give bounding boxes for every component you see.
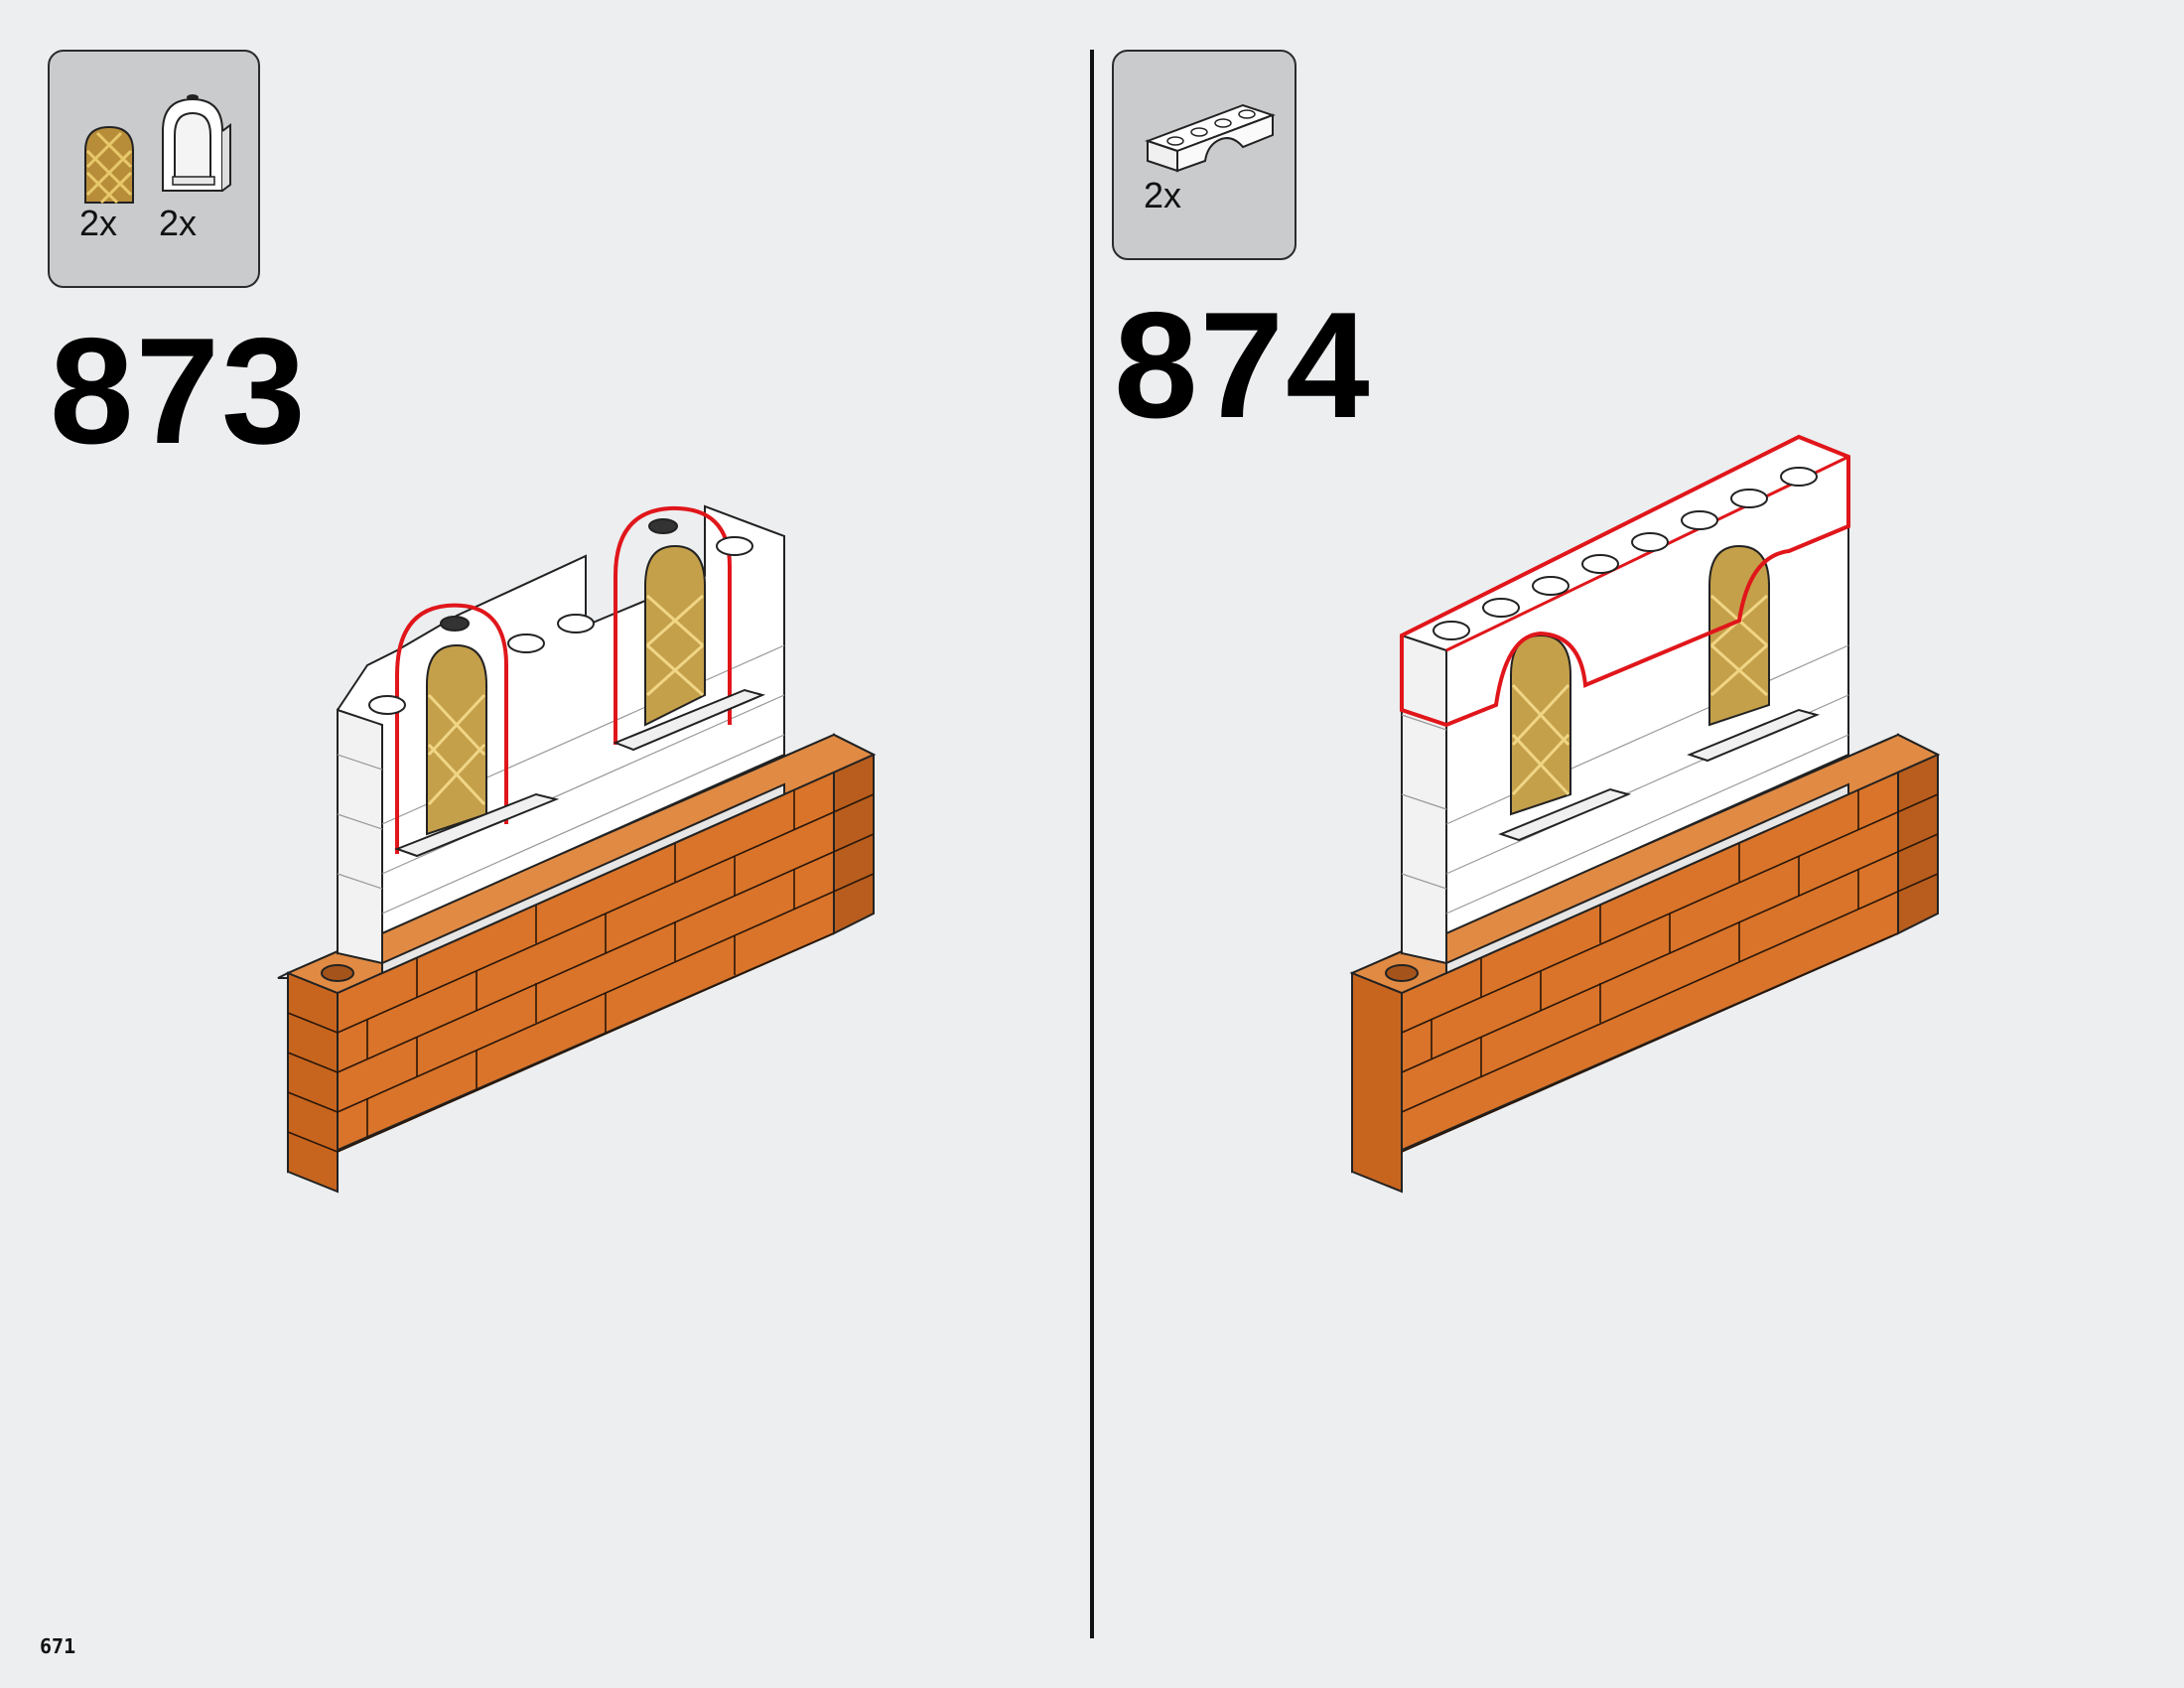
page-number: 671 xyxy=(40,1634,76,1658)
wall-assembly-873 xyxy=(277,504,877,1194)
step-number-873: 873 xyxy=(50,307,308,476)
parts-list-874: 2x xyxy=(1112,50,1297,260)
white-arch-brick-icon xyxy=(1145,103,1276,173)
gold-lattice-window-pane-icon xyxy=(84,125,134,205)
part-qty: 2x xyxy=(1144,175,1182,215)
part-qty: 2x xyxy=(79,203,118,243)
step-number-874: 874 xyxy=(1114,281,1372,450)
part-qty: 2x xyxy=(159,203,198,243)
parts-list-873: 2x 2x xyxy=(48,50,260,288)
step-divider xyxy=(1090,50,1094,1638)
white-arched-window-frame-icon xyxy=(162,94,231,192)
wall-assembly-874 xyxy=(1349,434,1941,1194)
